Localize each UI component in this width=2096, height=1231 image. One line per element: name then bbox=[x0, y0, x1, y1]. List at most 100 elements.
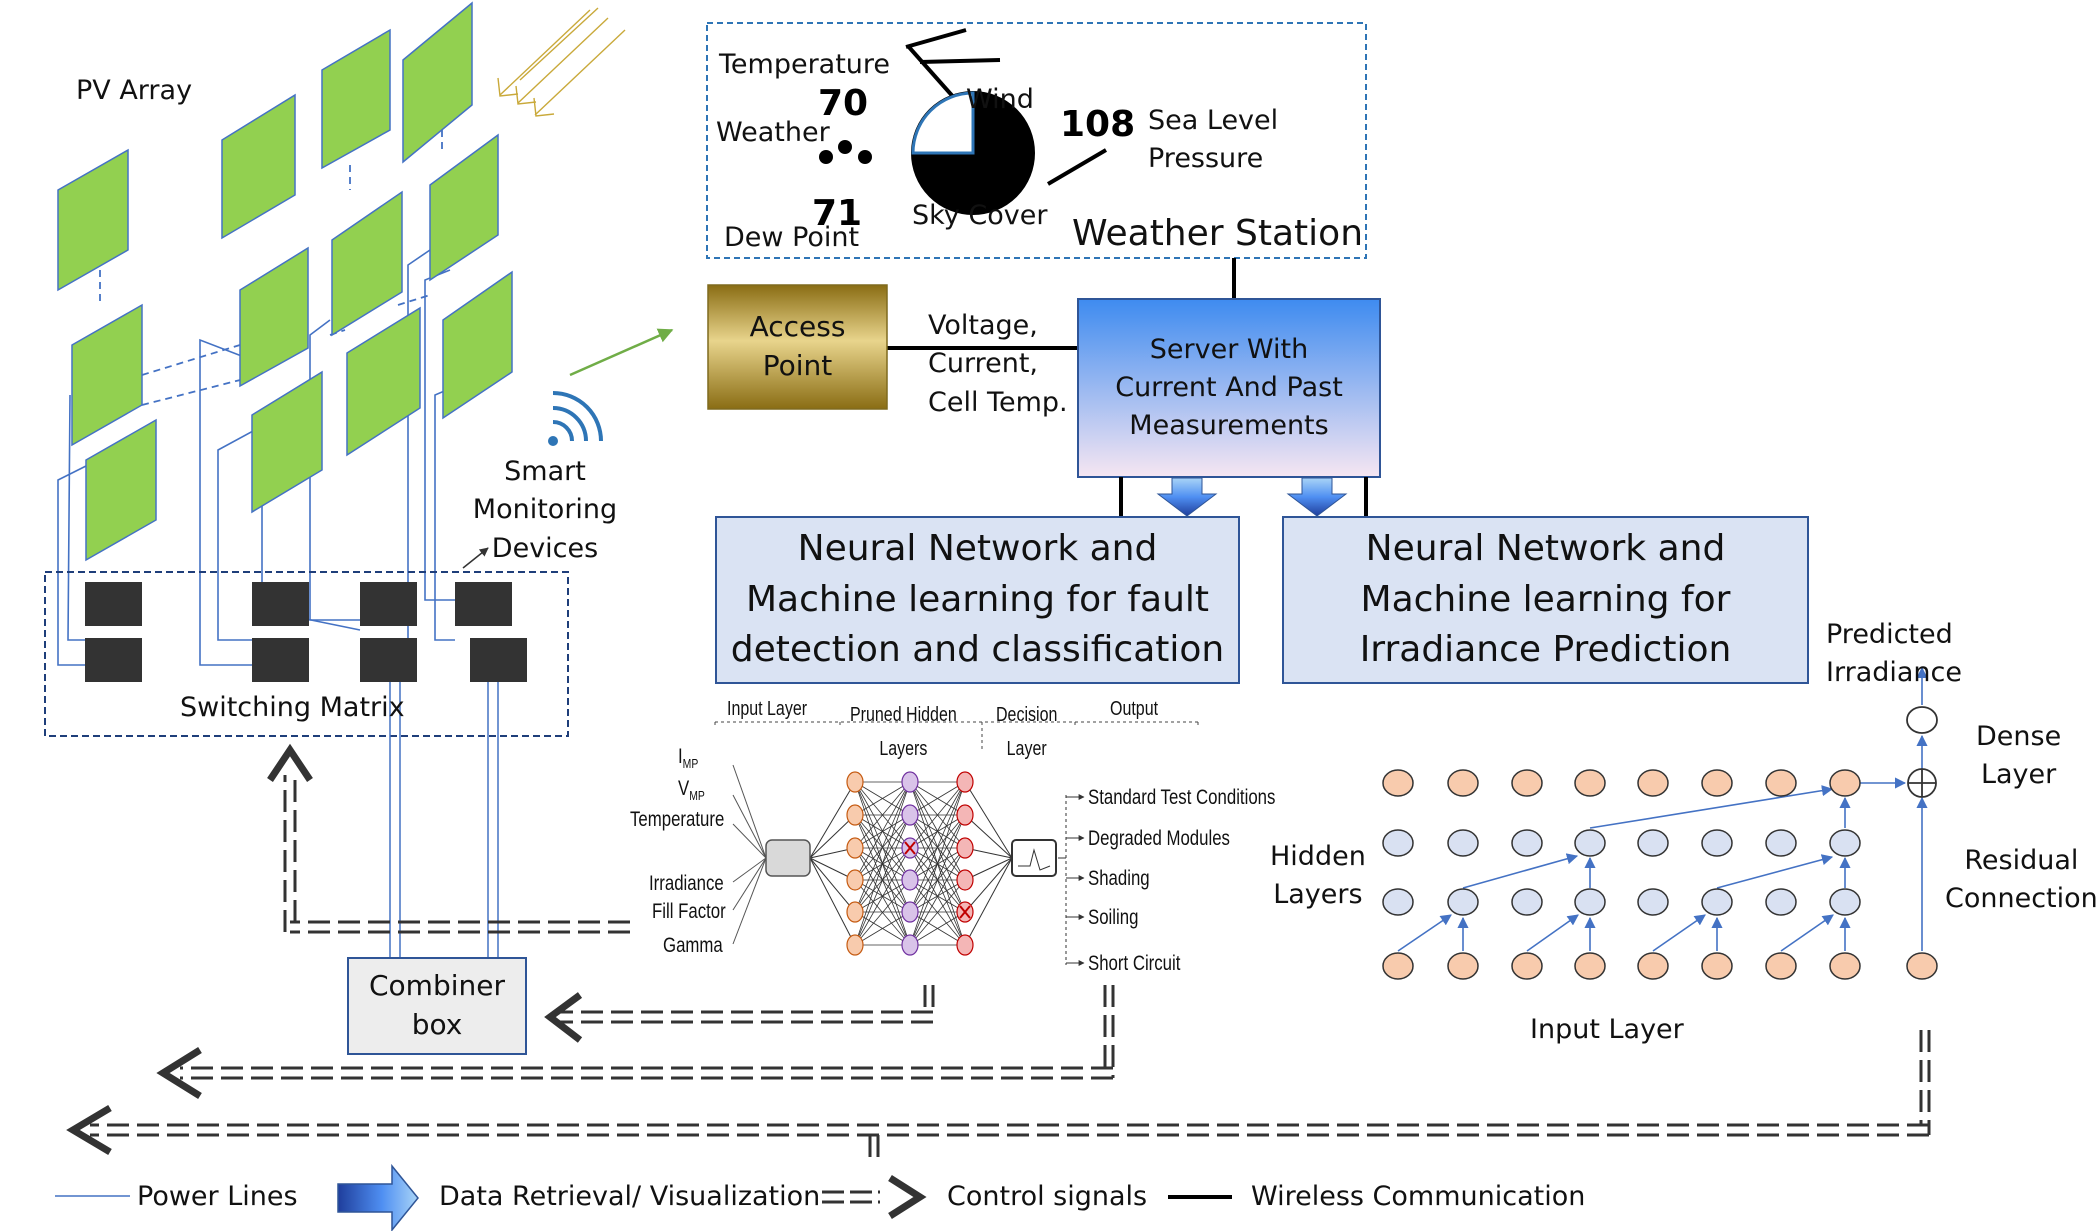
fault-decision-layer-header: Decision Layer bbox=[996, 704, 1058, 760]
fault-neuron bbox=[846, 837, 864, 859]
input-fill-factor: Fill Factor bbox=[652, 900, 726, 923]
control-signal-swatch bbox=[822, 1175, 927, 1219]
fault-neuron bbox=[901, 771, 919, 793]
sky-cover-label: Sky Cover bbox=[912, 200, 1048, 231]
irradiance-neuron bbox=[1574, 769, 1606, 797]
combiner-box bbox=[347, 957, 527, 1055]
data-retrieval-arrows bbox=[1156, 477, 1348, 517]
switching-matrix-label: Switching Matrix bbox=[180, 692, 405, 723]
control-arrowheads bbox=[66, 743, 583, 1156]
irradiance-neuron bbox=[1765, 829, 1797, 857]
irradiance-neuron bbox=[1511, 769, 1543, 797]
dense-output-neuron bbox=[1906, 706, 1938, 734]
irradiance-neuron bbox=[1511, 829, 1543, 857]
temperature-value: 70 bbox=[818, 83, 869, 124]
measurements-label: Voltage, Current, Cell Temp. bbox=[928, 310, 1068, 418]
irradiance-neuron bbox=[1701, 952, 1733, 980]
legend bbox=[55, 1163, 1232, 1231]
sky-cover-icon bbox=[911, 91, 1035, 215]
weather-dots-icon bbox=[819, 140, 872, 164]
pruned-mark bbox=[959, 905, 971, 919]
irradiance-neuron bbox=[1574, 829, 1606, 857]
residual-input-neuron bbox=[1906, 952, 1938, 980]
weather-station-title: Weather Station bbox=[1072, 213, 1364, 254]
fault-neuron bbox=[956, 771, 974, 793]
fault-nn-box-shape bbox=[715, 516, 1240, 684]
predicted-irradiance-label: Predicted Irradiance bbox=[1826, 619, 1962, 689]
fault-neuron bbox=[956, 869, 974, 891]
irradiance-neuron bbox=[1574, 888, 1606, 916]
control-signal-lines bbox=[90, 775, 1931, 1165]
irradiance-neuron bbox=[1447, 829, 1479, 857]
dew-point-label: Dew Point bbox=[724, 222, 860, 253]
fault-input-block bbox=[765, 839, 811, 877]
fault-output-header: Output bbox=[1110, 698, 1159, 720]
temperature-label: Temperature bbox=[719, 49, 891, 80]
irradiance-neuron bbox=[1829, 952, 1861, 980]
combiner-box-label: Combiner box bbox=[369, 969, 505, 1041]
irradiance-nn-box: Neural Network and Machine learning for … bbox=[1359, 528, 1732, 671]
fault-neuron bbox=[846, 804, 864, 826]
irradiance-neuron bbox=[1511, 888, 1543, 916]
irradiance-neuron bbox=[1447, 888, 1479, 916]
fault-neuron bbox=[901, 934, 919, 956]
residual-connection-label: Residual Connection bbox=[1945, 845, 2096, 915]
legend-control-signals: Control signals bbox=[947, 1181, 1148, 1212]
pressure-value: 108 bbox=[1060, 104, 1136, 145]
pv-array bbox=[44, 1, 674, 1055]
fault-nn-diagram bbox=[714, 721, 1199, 966]
dense-layer-label: Dense Layer bbox=[1976, 721, 2062, 791]
irradiance-neuron bbox=[1447, 769, 1479, 797]
irradiance-neuron bbox=[1829, 829, 1861, 857]
legend-data-retrieval: Data Retrieval/ Visualization bbox=[439, 1181, 821, 1212]
solar-panels bbox=[57, 1, 513, 562]
irradiance-neuron bbox=[1637, 829, 1669, 857]
input-imp: IMP bbox=[678, 745, 699, 772]
input-gamma: Gamma bbox=[663, 934, 723, 957]
irradiance-neuron bbox=[1511, 952, 1543, 980]
irradiance-neuron bbox=[1382, 829, 1414, 857]
fault-neuron bbox=[901, 804, 919, 826]
input-vmp: VMP bbox=[678, 777, 705, 804]
output-stc: Standard Test Conditions bbox=[1088, 786, 1276, 809]
fault-neuron bbox=[846, 771, 864, 793]
server-shape bbox=[1077, 298, 1381, 478]
weather-label: Weather bbox=[716, 117, 830, 148]
sunlight-rays bbox=[497, 7, 626, 117]
irradiance-nn-diagram bbox=[1382, 666, 1938, 980]
data-retrieval-swatch bbox=[337, 1163, 419, 1231]
input-layer-label: Input Layer bbox=[1530, 1014, 1684, 1045]
access-point-shape bbox=[707, 284, 888, 410]
smart-devices-label: Smart Monitoring Devices bbox=[472, 456, 618, 564]
legend-wireless: Wireless Communication bbox=[1251, 1181, 1586, 1212]
pressure-tendency-icon bbox=[1046, 148, 1108, 186]
fault-neuron bbox=[846, 901, 864, 923]
irradiance-neuron bbox=[1382, 769, 1414, 797]
input-temperature: Temperature bbox=[630, 808, 725, 831]
pressure-label: Sea Level Pressure bbox=[1148, 105, 1279, 175]
irradiance-neuron bbox=[1637, 952, 1669, 980]
output-short-circuit: Short Circuit bbox=[1088, 952, 1181, 975]
fault-neuron bbox=[956, 934, 974, 956]
irradiance-neuron bbox=[1829, 769, 1861, 797]
pv-array-title: PV Array bbox=[76, 75, 193, 106]
output-degraded: Degraded Modules bbox=[1088, 827, 1230, 850]
fault-hidden-layers-header: Pruned Hidden Layers bbox=[850, 704, 957, 760]
irradiance-neuron bbox=[1447, 952, 1479, 980]
irradiance-nn-box-shape bbox=[1282, 516, 1809, 684]
fault-decision-block bbox=[1011, 839, 1057, 877]
irradiance-neuron bbox=[1382, 952, 1414, 980]
fault-neuron bbox=[956, 804, 974, 826]
access-point-label: Access Point bbox=[749, 310, 846, 382]
irradiance-neuron bbox=[1382, 888, 1414, 916]
irradiance-neuron bbox=[1765, 769, 1797, 797]
irradiance-neuron bbox=[1701, 769, 1733, 797]
wind-label: Wind bbox=[966, 84, 1034, 115]
hidden-layers-label: Hidden Layers bbox=[1270, 841, 1366, 911]
fault-input-layer-header: Input Layer bbox=[727, 698, 808, 720]
irradiance-neuron bbox=[1574, 952, 1606, 980]
irradiance-neuron bbox=[1701, 888, 1733, 916]
irradiance-neuron bbox=[1765, 888, 1797, 916]
input-irradiance: Irradiance bbox=[649, 872, 724, 895]
